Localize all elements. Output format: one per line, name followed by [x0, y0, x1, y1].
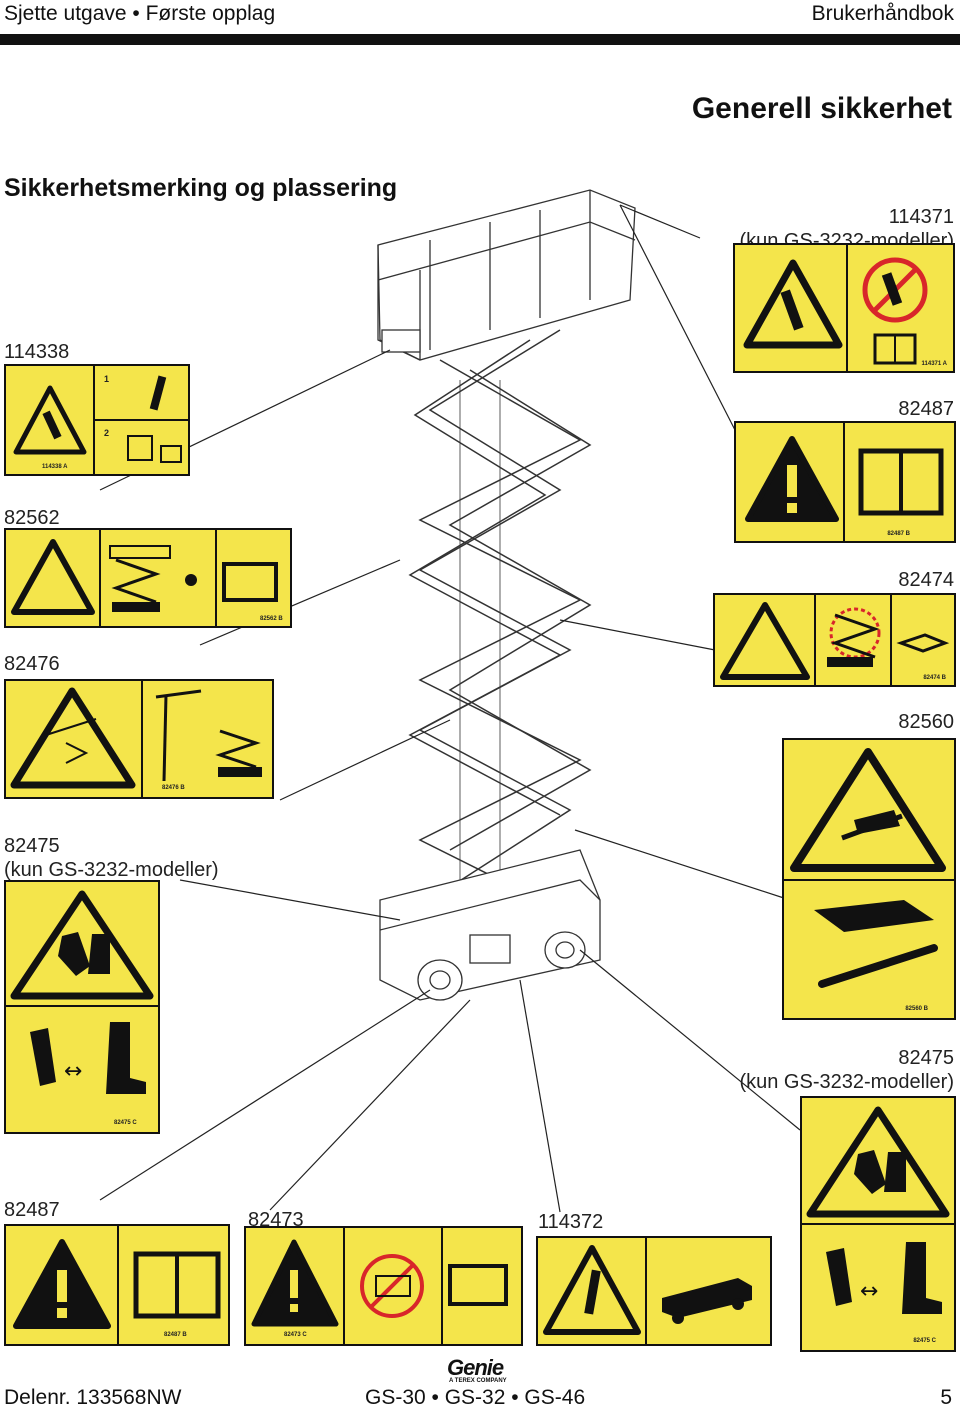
manual-book-icon — [896, 633, 950, 653]
warning-triangle-icon — [790, 748, 946, 872]
decal-label-82562: 82562 — [4, 507, 60, 529]
header-rule — [0, 34, 960, 45]
page-number: 5 — [940, 1386, 952, 1409]
edition-label: Sjette utgave • Første opplag — [4, 2, 276, 25]
decal-label-82474: 82474 — [898, 569, 954, 591]
warning-triangle-icon — [720, 602, 810, 680]
decal-82473: 82473 C — [244, 1226, 523, 1346]
decal-82560: 82560 B — [782, 738, 956, 1020]
decal-label-114338: 114338 — [4, 341, 70, 363]
decal-label-82475-a: 82475(kun GS-3232-modeller) — [4, 835, 219, 881]
prohibited-icon — [360, 1254, 424, 1318]
decal-label-82487: 82487 — [898, 398, 954, 420]
decal-82475-right: ↔ 82475 C — [800, 1096, 956, 1352]
warning-triangle-icon — [10, 687, 136, 789]
page-title: Generell sikkerhet — [691, 92, 952, 125]
svg-text:↔: ↔ — [64, 1059, 82, 1084]
decal-82562: 82562 B — [4, 528, 292, 628]
manual-title: Brukerhåndbok — [811, 2, 954, 25]
decal-82487-bottom: 82487 B — [4, 1224, 230, 1346]
decal-82474: 82474 B — [713, 593, 956, 687]
decal-label-82487-b: 82487 — [4, 1199, 60, 1221]
decal-114372 — [536, 1236, 772, 1346]
decal-82476: 82476 B — [4, 679, 274, 799]
manual-book-icon — [448, 1264, 508, 1306]
decal-label-82560: 82560 — [898, 711, 954, 733]
prohibited-icon — [862, 257, 928, 323]
decal-label-82475-b: 82475(kun GS-3232-modeller) — [739, 1047, 954, 1093]
svg-text:↔: ↔ — [860, 1279, 878, 1304]
part-number: Delenr. 133568NW — [4, 1386, 182, 1409]
section-title: Sikkerhetsmerking og plassering — [4, 174, 398, 202]
genie-logo: Genie A TEREX COMPANY — [447, 1355, 507, 1385]
manual-book-icon — [222, 562, 278, 602]
decal-label-82476: 82476 — [4, 653, 60, 675]
decal-label-114372: 114372 — [538, 1211, 604, 1233]
model-list: GS-30 • GS-32 • GS-46 — [365, 1386, 586, 1409]
decal-82475-left: ↔ 82475 C — [4, 880, 160, 1134]
decal-114371: 114371 A — [733, 243, 955, 373]
warning-triangle-icon — [11, 539, 95, 615]
decal-label-82473: 82473 — [248, 1209, 304, 1231]
decal-114338: 1 2 114338 A — [4, 364, 190, 476]
decal-82487: 82487 B — [734, 421, 956, 543]
